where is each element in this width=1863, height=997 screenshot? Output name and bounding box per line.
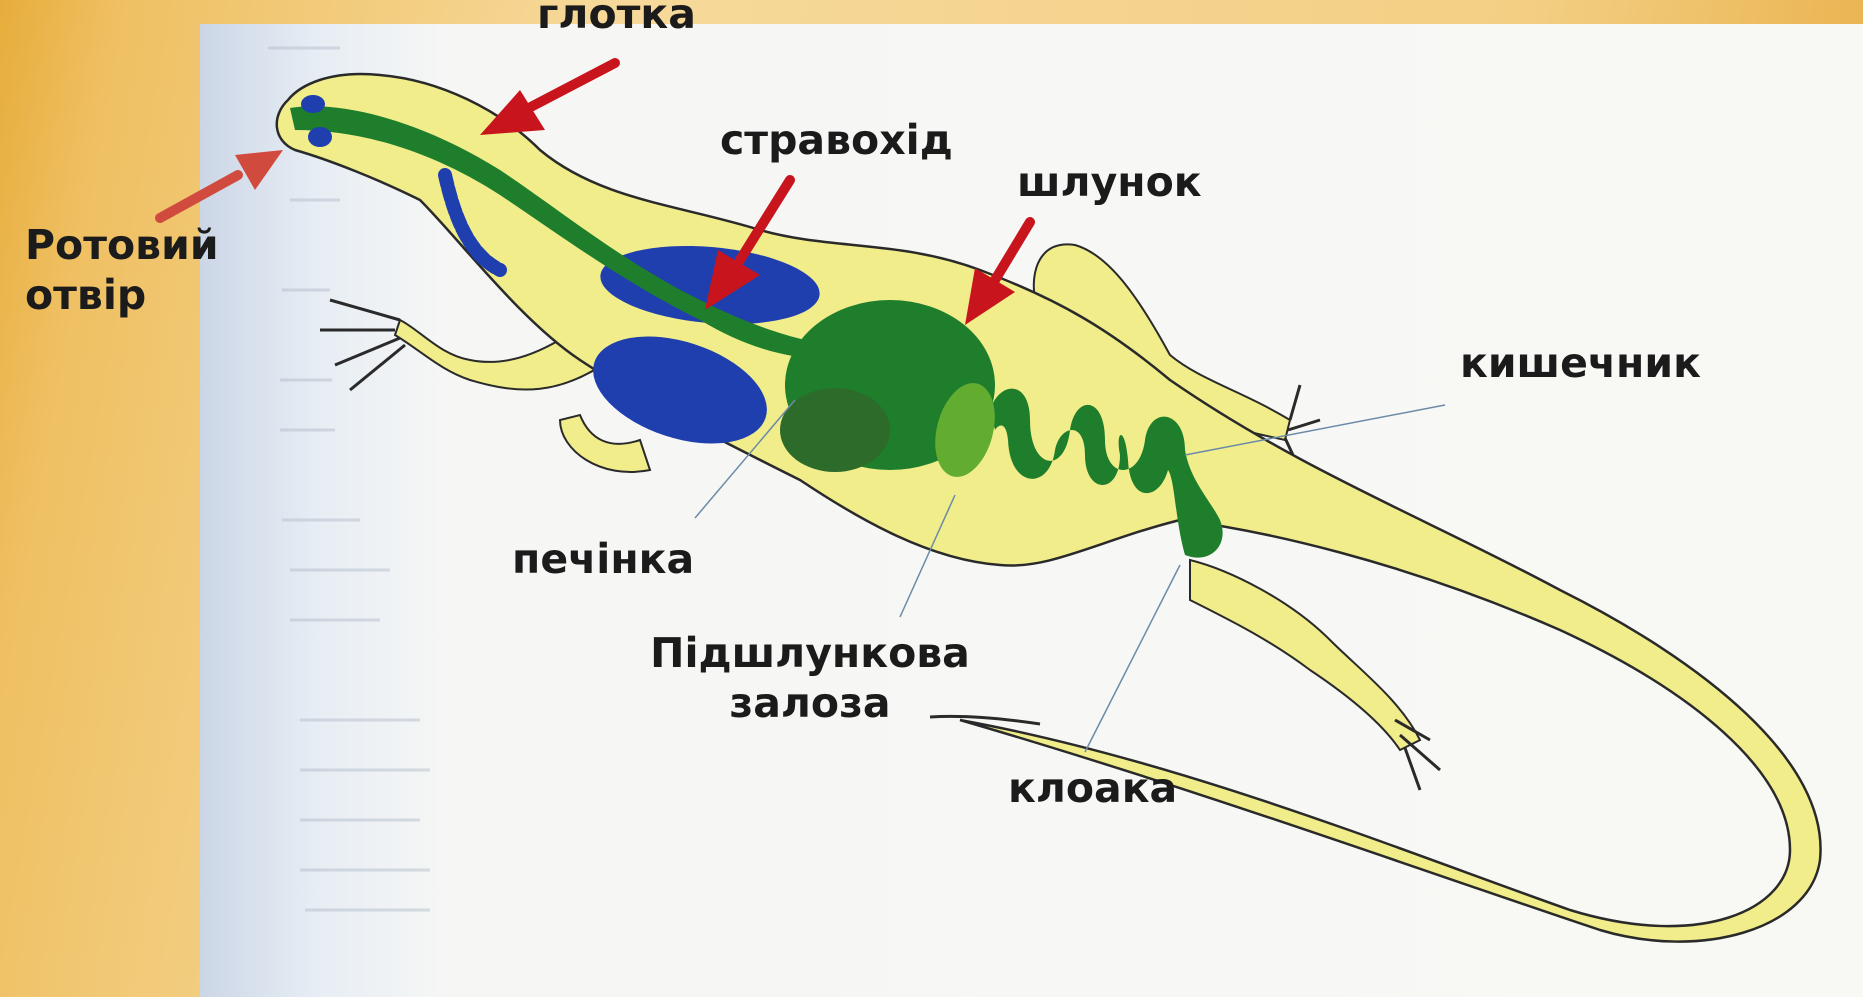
label-stomach: шлунок (1017, 157, 1202, 207)
red-arrow-icon (160, 150, 283, 218)
label-mouth-line2: отвір (25, 270, 219, 320)
label-esophagus: стравохід (720, 115, 953, 165)
label-mouth-line1: Ротовий (25, 220, 219, 270)
hind-lower-leg (1190, 560, 1440, 790)
red-arrow-icon (480, 63, 615, 135)
eye-left (301, 95, 325, 113)
eye-right (308, 127, 332, 147)
label-pancreas-line2: залоза (650, 678, 970, 728)
label-pancreas-line1: Підшлункова (650, 628, 970, 678)
label-mouth-opening: Ротовий отвір (25, 220, 219, 320)
label-intestine: кишечник (1460, 338, 1701, 388)
label-pharynx: глотка (537, 0, 696, 39)
front-right-leg (560, 415, 650, 472)
label-liver: печінка (512, 534, 694, 584)
label-pancreas: Підшлункова залоза (650, 628, 970, 728)
label-cloaca: клоака (1008, 763, 1177, 813)
liver (780, 388, 890, 472)
